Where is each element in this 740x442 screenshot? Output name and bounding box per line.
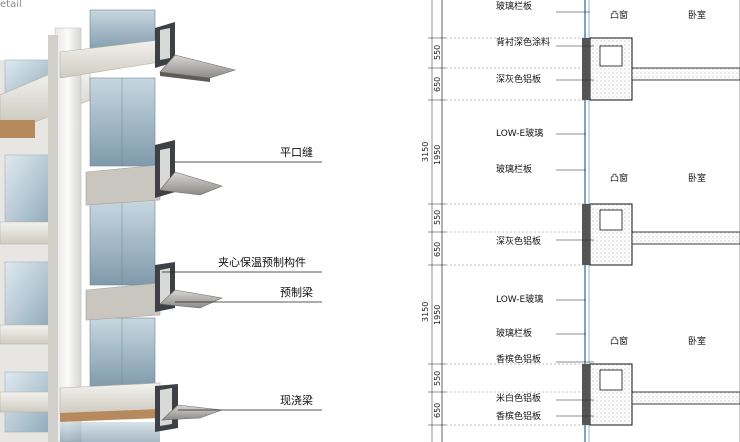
slab-1 [155,22,237,82]
label-bedroom-mid: 卧室 [688,172,706,184]
main-band-4 [59,382,161,415]
label-champagne-panel-2: 香槟色铝板 [496,410,541,422]
label-glass-rail-top: 玻璃栏板 [496,0,532,12]
left-band-1-gilt [0,120,35,138]
label-bay-window-mid: 凸窗 [610,172,628,184]
dim-550-a: 550 [433,45,442,60]
dim-650-a: 650 [433,77,442,92]
label-bay-window-top: 凸窗 [610,9,628,21]
label-dark-gray-panel-mid: 深灰色铝板 [496,235,541,247]
label-flat-joint: 平口缝 [280,145,313,159]
label-cast-beam: 现浇梁 [280,393,313,407]
label-bedroom-bottom: 卧室 [688,335,706,347]
left-window-2 [4,261,51,328]
dim-1950-a: 1950 [433,145,442,165]
slab-3 [155,262,224,312]
dim-550-c: 550 [433,371,442,386]
central-column [54,27,82,442]
label-precast-beam: 预制梁 [280,285,313,299]
dim-550-b: 550 [433,210,442,225]
main-window-3 [89,317,156,389]
header-text: etail [0,0,22,10]
dim-650-b: 650 [433,242,442,257]
main-window-2 [89,199,156,286]
facade-rendering: etail [0,0,322,442]
main-window-1 [89,77,156,167]
label-dark-paint: 背衬深色涂料 [496,36,550,48]
left-window-1 [4,154,51,226]
label-champagne-panel: 香槟色铝板 [496,353,541,365]
dim-3150-a: 3150 [421,142,430,162]
label-low-e-glass-bottom: LOW-E玻璃 [496,293,543,305]
label-dark-gray-panel-top: 深灰色铝板 [496,73,541,85]
label-glass-rail-mid: 玻璃栏板 [496,163,532,175]
label-sandwich-component: 夹心保温预制构件 [218,255,306,269]
slab-4 [155,384,223,432]
label-low-e-glass-mid: LOW-E玻璃 [496,127,543,139]
slab-2 [155,140,223,198]
slab-section-2 [582,203,740,266]
slab-section-3 [582,363,740,426]
label-glass-rail-bottom: 玻璃栏板 [496,327,532,339]
dim-3150-b: 3150 [421,302,430,322]
label-off-white-panel: 米白色铝板 [496,392,541,404]
dim-650-c: 650 [433,403,442,418]
section-drawing: 550 650 1950 3150 550 650 1950 3150 550 … [421,0,740,442]
main-band-4-gilt [60,409,160,422]
central-column-side [48,35,58,442]
dim-1950-b: 1950 [433,305,442,325]
label-bay-window-bottom: 凸窗 [610,335,628,347]
main-band-2 [85,164,161,206]
main-band-3 [85,282,161,321]
label-bedroom-top: 卧室 [688,9,706,21]
slab-section-1 [582,37,740,101]
